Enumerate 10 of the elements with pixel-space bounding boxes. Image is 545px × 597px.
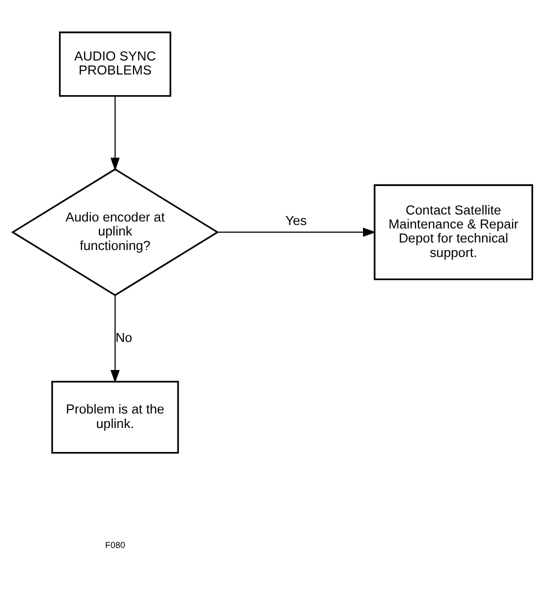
arrow (110, 96, 120, 170)
edge-label: No (115, 329, 132, 344)
node-diamond: Audio encoder at uplink functioning? (11, 168, 220, 296)
arrow (110, 294, 120, 383)
arrow (218, 227, 376, 236)
node-box: Problem is at the uplink. (51, 380, 179, 454)
node-box: Contact Satellite Maintenance & Repair Depot for technical support. (374, 184, 534, 280)
node-box: AUDIO SYNC PROBLEMS (58, 31, 172, 96)
label: F080 (105, 539, 126, 550)
edge-label: Yes (285, 212, 307, 228)
